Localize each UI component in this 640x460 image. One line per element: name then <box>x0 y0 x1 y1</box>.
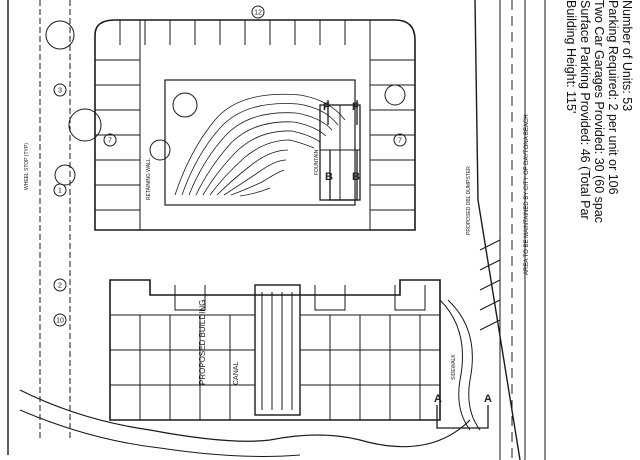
site-stats-panel: Number of Units: 53 Parking Required: 2 … <box>545 0 640 460</box>
garages-provided: Two Car Garages Provided: 30 (60 spac <box>592 0 606 224</box>
tree <box>149 139 171 161</box>
stall-number: 7 <box>398 138 402 145</box>
stall-number: 3 <box>58 88 62 95</box>
building-height: Building Height: 115' <box>564 0 578 114</box>
section-marker-a: A <box>484 393 492 405</box>
building-outline <box>109 279 441 421</box>
stall-marker: 3 <box>53 83 67 97</box>
tree <box>172 92 198 118</box>
stall-number: 1 <box>58 188 62 195</box>
section-marker-f: F <box>352 101 359 113</box>
section-marker-f: F <box>323 101 330 113</box>
contour-lines <box>174 93 346 197</box>
stall-marker: 10 <box>53 313 67 327</box>
courtyard <box>164 79 356 206</box>
section-marker-b: B <box>325 171 333 183</box>
maintained-area-label: AREA TO BE MAINTAINED BY CITY OF DAYTONA… <box>524 114 530 275</box>
surface-parking: Surface Parking Provided: 46 (Total Par <box>578 0 592 220</box>
east-road <box>499 0 546 460</box>
retaining-wall-label: RETAINING WALL <box>146 158 152 200</box>
stall-marker: 7 <box>393 133 407 147</box>
site-boundary <box>7 0 521 460</box>
sidewalk-label: SIDEWALK <box>451 354 457 380</box>
stall-marker: 7 <box>103 133 117 147</box>
stall-number: 2 <box>58 283 62 290</box>
stall-marker: 1 <box>53 183 67 197</box>
dumpster-label: PROPOSED DBL DUMPSTER <box>466 166 472 235</box>
section-line-a <box>436 405 489 429</box>
tree <box>384 84 406 106</box>
tree <box>45 20 75 50</box>
section-marker-a: A <box>434 393 442 405</box>
tree <box>68 108 102 142</box>
canal-label: CANAL <box>233 362 240 385</box>
section-line-b <box>329 150 358 201</box>
section-marker-b: B <box>352 171 360 183</box>
proposed-building-label: PROPOSED BUILDING <box>198 300 207 385</box>
section-markers: A A B B F F <box>323 101 492 405</box>
wheel-stop-label: WHEEL STOP (TYP) <box>24 143 30 190</box>
fountain-label: FOUNTAIN <box>314 149 320 175</box>
stall-number: 7 <box>108 138 112 145</box>
stall-number: 12 <box>254 10 262 17</box>
west-drive-edge <box>39 0 71 440</box>
north-parking-lot <box>94 19 416 231</box>
units-count: Number of Units: 53 <box>620 0 634 112</box>
stall-number: 10 <box>56 318 64 325</box>
east-walkway <box>439 299 471 431</box>
parking-required: Parking Required: 2 per unit or 106 <box>606 0 620 195</box>
tree <box>54 164 76 186</box>
section-line-f <box>327 100 358 125</box>
stall-marker: 12 <box>251 5 265 19</box>
stall-number-markers: 1 2 3 7 7 12 10 <box>53 5 407 327</box>
stall-marker: 2 <box>53 278 67 292</box>
entrance-drive <box>19 389 471 448</box>
